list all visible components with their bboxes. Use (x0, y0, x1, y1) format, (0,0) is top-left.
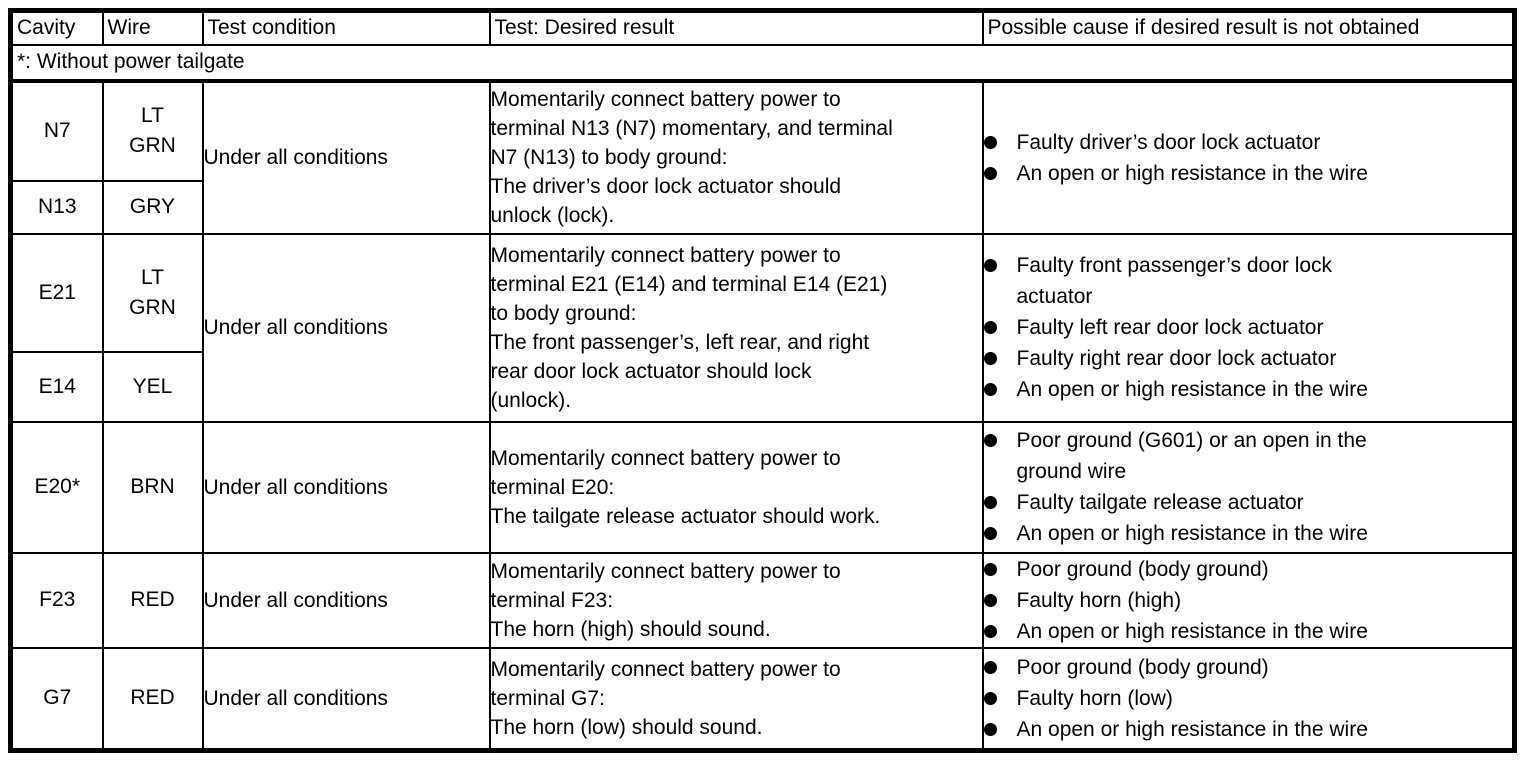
possible-cause-cell: Faulty front passenger’s door lock actua… (981, 232, 1516, 423)
cavity-cell: N7 (9, 79, 104, 182)
wire-cell: LT GRN (101, 232, 204, 353)
cavity-cell: E21 (9, 232, 104, 353)
cause-text: An open or high resistance in the wire (1016, 717, 1368, 741)
bullet-icon (984, 593, 997, 607)
cause-item: Faulty right rear door lock actuator (984, 343, 1513, 374)
cavity-cell: G7 (9, 646, 104, 752)
cause-item: Faulty tailgate release actuator (984, 487, 1513, 518)
test-condition-cell: Under all conditions (201, 79, 491, 235)
desired-result-cell: Momentarily connect battery power to ter… (488, 79, 984, 235)
bullet-icon (984, 352, 997, 365)
col-header-wire: Wire (101, 9, 204, 46)
test-condition-cell: Under all conditions (201, 420, 491, 554)
wire-cell: RED (101, 551, 204, 649)
wire-cell: LT GRN (101, 79, 204, 182)
col-header-possible-cause: Possible cause if desired result is not … (981, 9, 1516, 46)
wire-cell: GRY (101, 179, 204, 235)
possible-cause-cell: Poor ground (body ground) Faulty horn (l… (981, 646, 1516, 752)
table-row: F23 RED Under all conditions Momentarily… (9, 551, 1516, 649)
bullet-icon (984, 135, 997, 149)
cause-text: Faulty horn (low) (1016, 686, 1173, 710)
cause-text: Faulty left rear door lock actuator (1016, 316, 1324, 339)
table-row: G7 RED Under all conditions Momentarily … (9, 646, 1516, 752)
cause-item: Faulty horn (high) (984, 585, 1513, 616)
desired-result-cell: Momentarily connect battery power to ter… (488, 551, 984, 649)
possible-cause-cell: Poor ground (body ground) Faulty horn (h… (981, 551, 1516, 649)
cause-text: Poor ground (G601) or an open in the gro… (1016, 429, 1367, 483)
cavity-cell: F23 (9, 551, 104, 649)
wire-cell: RED (101, 646, 204, 752)
bullet-icon (984, 527, 997, 540)
bullet-icon (984, 691, 997, 705)
cavity-cell: E14 (9, 350, 104, 423)
desired-result-cell: Momentarily connect battery power to ter… (488, 420, 984, 554)
desired-result-cell: Momentarily connect battery power to ter… (488, 646, 984, 752)
cause-item: Faulty left rear door lock actuator (984, 312, 1513, 343)
cause-text: An open or high resistance in the wire (1016, 522, 1368, 545)
cause-item: Poor ground (G601) or an open in the gro… (984, 425, 1513, 487)
bullet-icon (984, 562, 997, 576)
cause-item: Faulty horn (low) (984, 683, 1513, 714)
cause-item: An open or high resistance in the wire (984, 616, 1513, 646)
bullet-icon (984, 660, 997, 674)
cause-text: Faulty horn (high) (1016, 588, 1182, 612)
cause-item: An open or high resistance in the wire (984, 158, 1513, 189)
note-row: *: Without power tailgate (9, 43, 1516, 83)
wire-cell: BRN (101, 420, 204, 554)
cause-text: Faulty driver’s door lock actuator (1016, 130, 1321, 154)
col-header-test-condition: Test condition (201, 9, 491, 46)
cause-item: Faulty driver’s door lock actuator (984, 127, 1513, 158)
table-row: E20* BRN Under all conditions Momentaril… (9, 420, 1516, 554)
cause-text: Poor ground (body ground) (1016, 655, 1269, 679)
table-footnote: *: Without power tailgate (9, 43, 1516, 83)
cause-text: Faulty tailgate release actuator (1016, 491, 1304, 514)
test-condition-cell: Under all conditions (201, 551, 491, 649)
cause-item: An open or high resistance in the wire (984, 374, 1513, 405)
header-row: Cavity Wire Test condition Test: Desired… (9, 9, 1516, 46)
bullet-icon (984, 496, 997, 509)
table-row: E14 YEL (9, 350, 1515, 423)
diagnostic-table: Cavity Wire Test condition Test: Desired… (8, 8, 1517, 753)
cause-item: An open or high resistance in the wire (984, 518, 1513, 549)
test-condition-cell: Under all conditions (201, 646, 491, 752)
cause-text: Faulty front passenger’s door lock actua… (1016, 254, 1333, 308)
col-header-desired-result: Test: Desired result (488, 9, 984, 46)
cavity-cell: N13 (9, 179, 104, 235)
test-condition-cell: Under all conditions (201, 232, 491, 423)
cavity-cell: E20* (9, 420, 104, 554)
col-header-cavity: Cavity (9, 9, 104, 46)
bullet-icon (984, 434, 997, 447)
cause-item: Faulty front passenger’s door lock actua… (984, 250, 1513, 312)
cause-text: Faulty right rear door lock actuator (1016, 347, 1337, 370)
table-row: N13 GRY (9, 179, 1515, 235)
bullet-icon (984, 722, 997, 736)
table-row: N7 LT GRN Under all conditions Momentari… (9, 79, 1516, 235)
bullet-icon (984, 321, 997, 334)
desired-result-cell: Momentarily connect battery power to ter… (488, 232, 984, 423)
cause-text: An open or high resistance in the wire (1016, 378, 1368, 401)
cause-item: Poor ground (body ground) (984, 652, 1513, 683)
possible-cause-cell: Faulty driver’s door lock actuator An op… (981, 79, 1516, 235)
cause-item: An open or high resistance in the wire (984, 714, 1513, 745)
bullet-icon (984, 166, 997, 180)
possible-cause-cell: Poor ground (G601) or an open in the gro… (981, 420, 1516, 554)
bullet-icon (984, 259, 997, 272)
cause-text: An open or high resistance in the wire (1016, 161, 1368, 185)
cause-text: Poor ground (body ground) (1016, 557, 1269, 581)
table-row: E21 LT GRN Under all conditions Momentar… (9, 232, 1516, 423)
cause-item: Poor ground (body ground) (984, 555, 1513, 585)
cause-text: An open or high resistance in the wire (1016, 619, 1368, 643)
bullet-icon (984, 624, 997, 638)
bullet-icon (984, 383, 997, 396)
wire-cell: YEL (101, 350, 204, 423)
